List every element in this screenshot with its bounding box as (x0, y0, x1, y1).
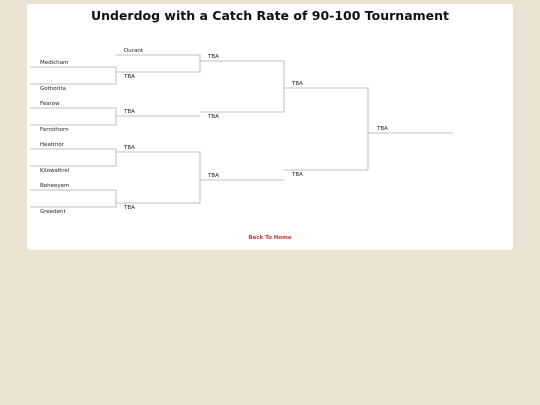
bracket-line-r1-m1 (30, 66, 117, 85)
bracket-line-r1-m4 (30, 189, 117, 208)
bracket-winner-slot: TBA (377, 126, 388, 132)
bracket-slot: TBA (292, 172, 303, 178)
page-title: Underdog with a Catch Rate of 90-100 Tou… (90, 8, 450, 23)
bracket-line-r4 (284, 87, 369, 171)
bracket-slot: Fearow (40, 101, 60, 107)
bracket-slot: TBA (292, 81, 303, 87)
bracket-slot: TBA (208, 114, 219, 120)
bracket-slot: TBA (124, 74, 135, 80)
bracket-slot: TBA (124, 205, 135, 211)
bracket-line-r1-m3 (30, 148, 117, 167)
bracket-slot: Durant (124, 48, 143, 54)
bracket-slot: Beheeyem (40, 183, 70, 189)
bracket-slot: TBA (208, 54, 219, 60)
bracket-line-r1-m2 (30, 107, 117, 126)
bracket-slot: Kilowattrel (40, 168, 70, 174)
bracket-slot: Heatmor (40, 142, 65, 148)
bracket-slot: Ferrothorn (40, 127, 69, 133)
bracket-slot: TBA (124, 145, 135, 151)
bracket-slot: Medicham (40, 60, 69, 66)
bracket-line-r2-m1 (116, 54, 201, 73)
content-card (27, 4, 513, 250)
bracket-slot: TBA (208, 173, 219, 179)
bracket-slot: Gothorita (40, 86, 66, 92)
bracket-slot: Greedent (40, 209, 66, 215)
bracket-line-r3-m1 (200, 60, 285, 113)
bracket-line-r2-m3 (116, 151, 201, 204)
back-to-home-link[interactable]: Back To Home (248, 235, 292, 241)
bracket-slot: TBA (124, 109, 135, 115)
